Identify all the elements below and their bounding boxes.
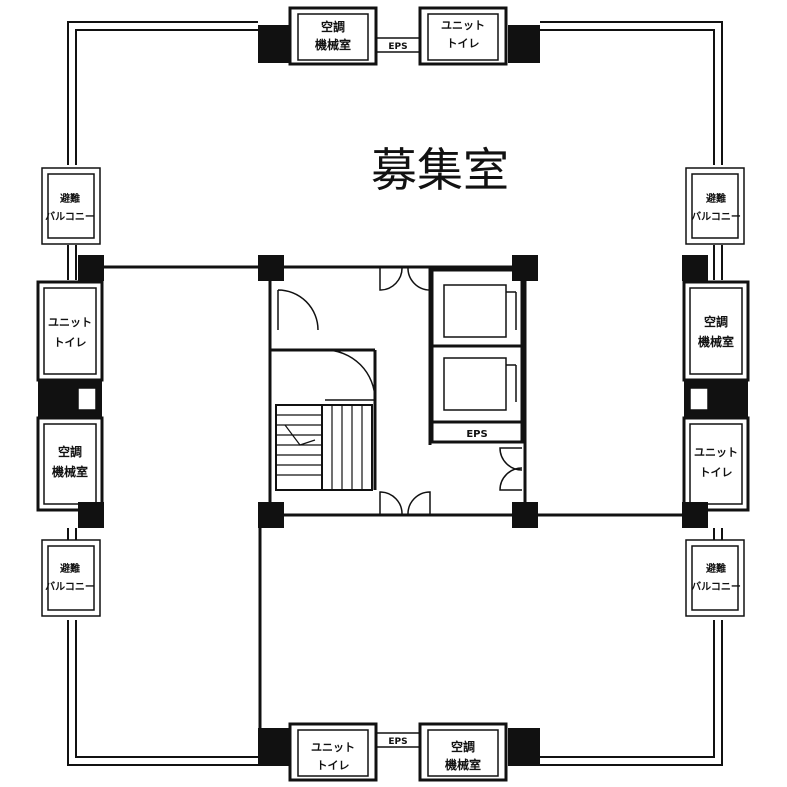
balcony-br-label-2: バルコニー [691, 581, 741, 593]
partition-walls [90, 265, 695, 745]
left-service-block: ユニット トイレ 空調 機械室 [36, 280, 104, 512]
top-service-block: 空調 機械室 ユニット トイレ EPS [288, 6, 508, 66]
doors [277, 266, 523, 516]
elevator-shafts [430, 268, 524, 444]
structural-columns [78, 25, 708, 766]
left-toilet-label-2: トイレ [54, 336, 87, 349]
balconies [41, 167, 745, 617]
bottom-ac-label-1: 空調 [451, 739, 475, 754]
balcony-tl-label-1: 避難 [59, 192, 80, 205]
left-ac-label-2: 機械室 [52, 464, 88, 479]
right-ac-label-2: 機械室 [698, 334, 734, 349]
top-ac-label-1: 空調 [321, 19, 345, 34]
right-toilet-label-1: ユニット [694, 446, 738, 459]
bottom-ac-label-2: 機械室 [445, 757, 481, 772]
left-ac-label-1: 空調 [58, 444, 82, 459]
right-toilet-label-2: トイレ [700, 466, 733, 479]
outer-walls [67, 21, 723, 766]
core-eps-label: EPS [466, 429, 487, 440]
bottom-toilet-label-1: ユニット [311, 741, 355, 754]
balcony-tr-label-1: 避難 [705, 192, 726, 205]
balcony-bl-label-1: 避難 [59, 562, 80, 575]
vacant-room-title: 募集室 [371, 143, 509, 197]
balcony-tr-label-2: バルコニー [691, 211, 741, 223]
balcony-br-label-1: 避難 [705, 562, 726, 575]
top-toilet-label-2: トイレ [447, 37, 480, 50]
bottom-service-block: ユニット トイレ 空調 機械室 EPS [288, 722, 508, 782]
right-ac-label-1: 空調 [704, 314, 728, 329]
left-toilet-label-1: ユニット [48, 316, 92, 329]
top-ac-label-2: 機械室 [315, 37, 351, 52]
bottom-eps-label: EPS [388, 737, 407, 747]
right-service-block: 空調 機械室 ユニット トイレ [682, 280, 750, 512]
bottom-toilet-label-2: トイレ [317, 759, 350, 772]
top-eps-label: EPS [388, 42, 407, 52]
stairs [275, 404, 373, 491]
balcony-tl-label-2: バルコニー [45, 211, 95, 223]
balcony-bl-label-2: バルコニー [45, 581, 95, 593]
top-toilet-label-1: ユニット [441, 19, 485, 32]
